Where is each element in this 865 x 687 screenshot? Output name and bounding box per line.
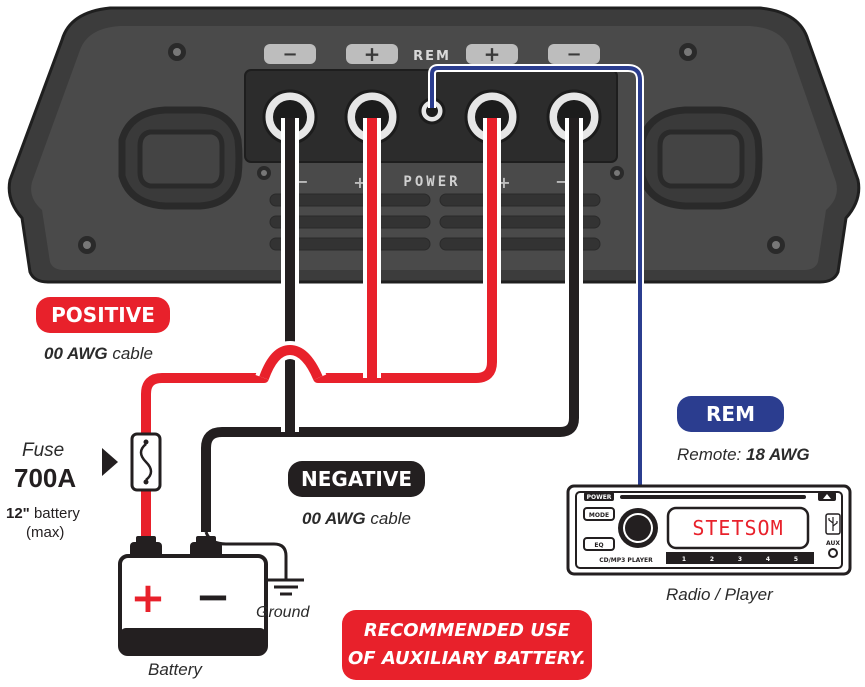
power-terminals <box>262 89 602 145</box>
battery-minus: − <box>195 572 230 621</box>
rem-badge: REM <box>677 396 784 432</box>
radio-aux-label: AUX <box>826 540 840 547</box>
negative-cable-word: cable <box>370 509 411 528</box>
radio-display-text: STETSOM <box>692 516 783 540</box>
battery-plus: + <box>130 573 165 622</box>
ground-icon <box>268 578 304 596</box>
recommendation-box: RECOMMENDED USE OF AUXILIARY BATTERY. <box>342 610 592 680</box>
radio-player <box>566 484 852 576</box>
positive-badge: POSITIVE <box>36 297 170 333</box>
remote-wire <box>430 66 642 488</box>
usb-icon <box>828 517 838 531</box>
positive-caption: 00 AWG cable <box>44 344 153 364</box>
radio-preset-5: 5 <box>794 556 798 563</box>
radio-mode-button: MODE <box>589 512 609 519</box>
ground-label: Ground <box>256 604 310 621</box>
left-grille <box>118 106 243 210</box>
tab-label-4: − <box>566 44 581 65</box>
tab-label-1: − <box>282 44 297 65</box>
battery-label: Battery <box>148 660 202 679</box>
fuse-rating: 700A <box>14 463 77 493</box>
radio-model-label: CD/MP3 PLAYER <box>599 557 653 564</box>
fuse-distance-note: (max) <box>26 524 65 541</box>
battery-icon <box>118 536 268 656</box>
radio-preset-3: 3 <box>738 556 742 563</box>
amplifier: − + + − REM − + POWER + − <box>7 6 861 284</box>
fuse-distance-text: battery <box>33 505 80 522</box>
negative-gauge: 00 AWG <box>302 509 366 528</box>
positive-cable-word: cable <box>112 344 153 363</box>
power-label: POWER <box>403 174 460 190</box>
recommendation-line-2: OF AUXILIARY BATTERY. <box>347 648 587 669</box>
radio-preset-4: 4 <box>766 556 770 563</box>
rem-caption-prefix: Remote: <box>677 445 742 464</box>
radio-preset-2: 2 <box>710 556 714 563</box>
fuse-distance-value: 12" <box>6 505 30 522</box>
tab-label-3: + <box>484 42 501 66</box>
positive-gauge: 00 AWG <box>44 344 108 363</box>
rem-caption-value: 18 AWG <box>745 445 810 464</box>
radio-label: Radio / Player <box>666 585 773 604</box>
tab-label-2: + <box>364 42 381 66</box>
fuse-arrow-icon <box>102 448 118 476</box>
negative-caption: 00 AWG cable <box>302 509 411 529</box>
radio-power-button: POWER <box>587 494 612 501</box>
negative-wire-long <box>201 118 579 532</box>
radio-preset-1: 1 <box>682 556 686 563</box>
negative-badge: NEGATIVE <box>288 461 425 497</box>
rem-caption: Remote: 18 AWG <box>677 445 810 465</box>
amplifier-vents <box>269 193 601 251</box>
terminal-tabs <box>264 44 600 64</box>
rem-terminal-label: REM <box>413 49 451 64</box>
radio-eq-button: EQ <box>594 542 603 549</box>
screw-icon <box>78 43 785 254</box>
recommendation-line-1: RECOMMENDED USE <box>363 620 571 641</box>
right-grille <box>638 106 763 210</box>
fuse-icon <box>130 432 162 492</box>
fuse-distance: 12" battery <box>6 505 80 522</box>
fuse-label: Fuse <box>22 440 65 461</box>
